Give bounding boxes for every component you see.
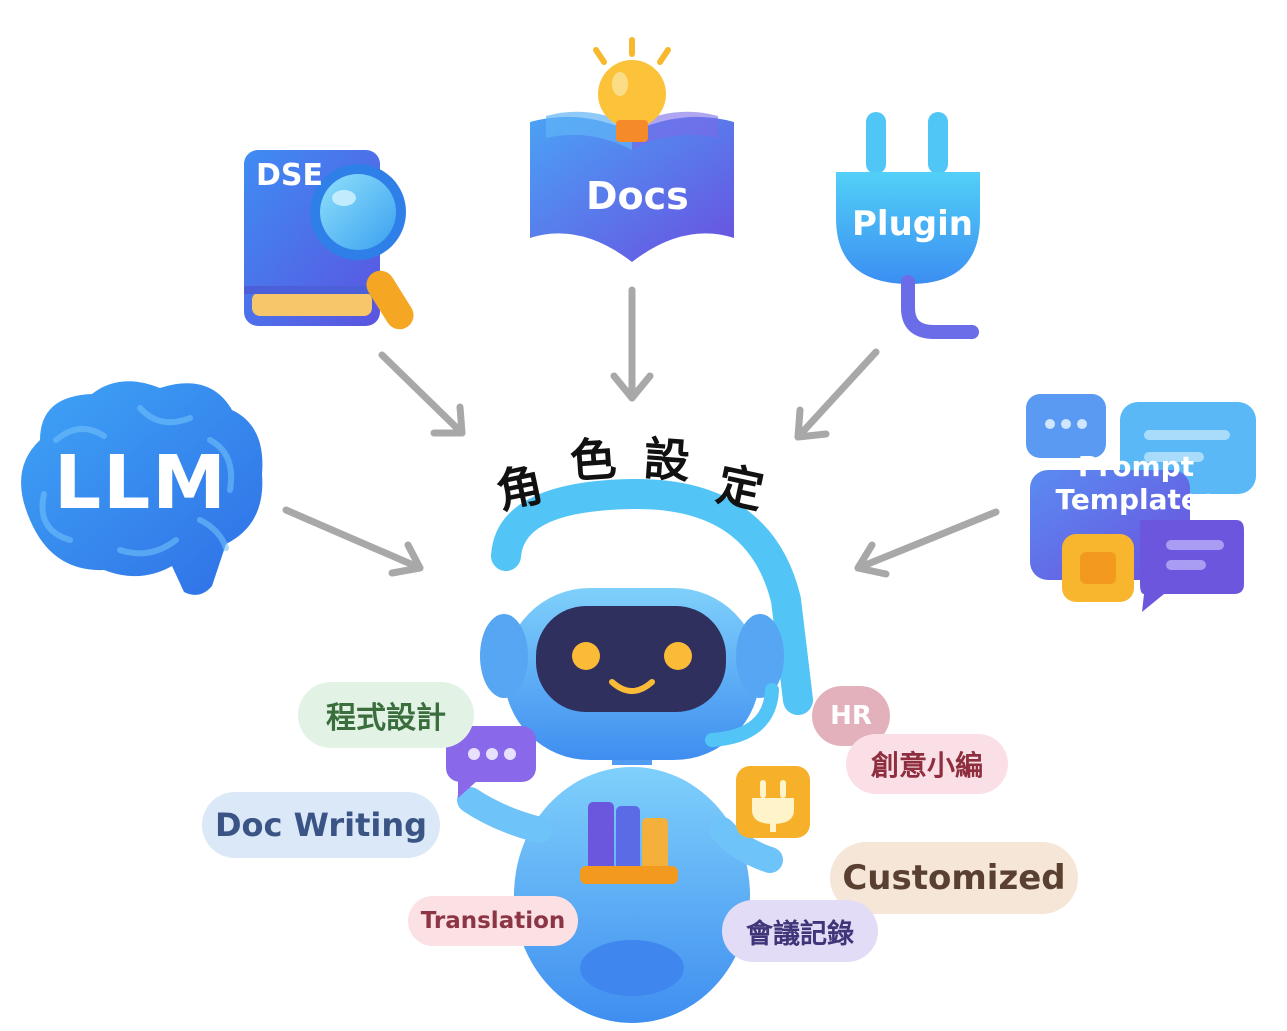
- docs-label: Docs: [586, 174, 689, 218]
- prompt-label-line1: Prompt: [1077, 450, 1195, 483]
- arrow-plugin-to-center: [794, 348, 880, 441]
- arrow-prompt-to-center: [854, 508, 1000, 578]
- role-pill-meeting-notes: 會議記錄: [722, 900, 878, 962]
- book-lightbulb-icon: [530, 37, 734, 262]
- book-search-icon: [244, 150, 414, 330]
- arrow-docs-to-center: [610, 286, 654, 402]
- role-pill-creative-editor: 創意小編: [846, 734, 1008, 794]
- role-pill-translation: Translation: [408, 896, 578, 946]
- arrow-llm-to-center: [282, 506, 424, 577]
- title-char-3: 設: [641, 431, 692, 489]
- prompt-label-line2: Templates: [1055, 483, 1217, 516]
- arrow-dse-to-center: [378, 351, 466, 437]
- role-pill-programming: 程式設計: [298, 682, 474, 748]
- arrows: [282, 286, 1000, 578]
- brain-icon: [21, 381, 263, 595]
- prompt-label: Prompt Templates: [1046, 450, 1226, 516]
- title-char-2: 色: [568, 431, 619, 489]
- chat-bubbles-icon: [1026, 394, 1256, 612]
- role-pill-doc-writing: Doc Writing: [202, 792, 440, 858]
- robot-icon: [446, 478, 813, 1023]
- plug-icon: [836, 112, 980, 339]
- dse-label: DSE: [256, 158, 324, 193]
- role-pill-customized: Customized: [830, 842, 1078, 914]
- llm-label: LLM: [54, 440, 228, 526]
- plugin-label: Plugin: [852, 204, 973, 244]
